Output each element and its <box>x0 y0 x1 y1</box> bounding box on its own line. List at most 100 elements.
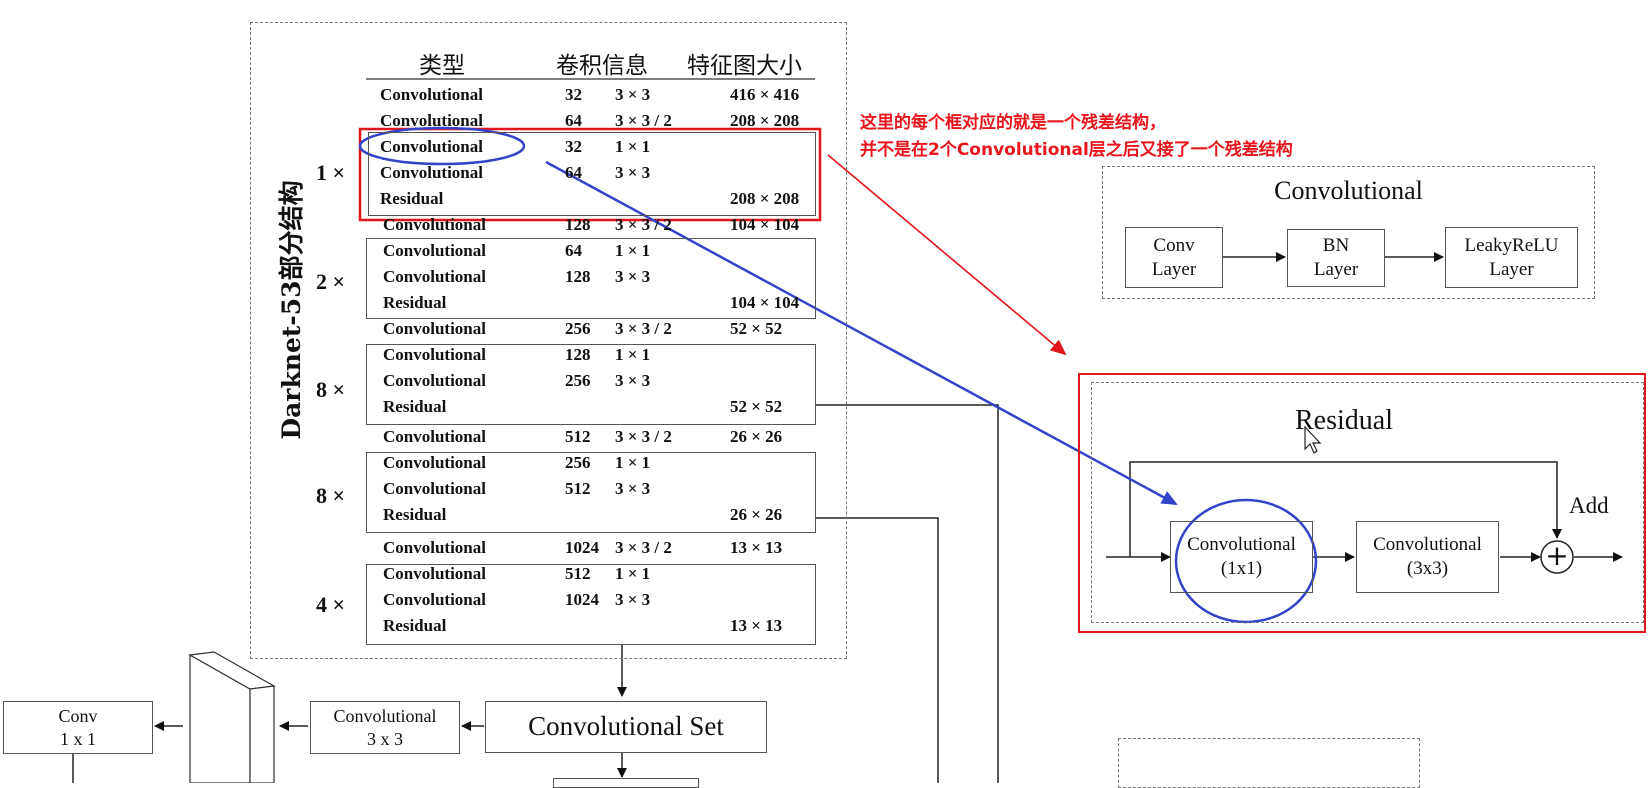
res-conv1-line1: Convolutional <box>1187 534 1296 556</box>
add-circle <box>1540 540 1574 574</box>
row-output: 208 × 208 <box>730 111 800 130</box>
row-type: Residual <box>380 189 444 208</box>
bottom-right-dashed-frame <box>1118 738 1420 788</box>
blue-ellipse-table <box>358 126 526 166</box>
row-type: Residual <box>383 616 447 635</box>
multiplier-4: 4 × <box>316 592 346 617</box>
row-type: Convolutional <box>383 267 486 286</box>
row-filters: 256 <box>565 453 591 472</box>
row-output: 104 × 104 <box>730 215 800 234</box>
residual-group-8b <box>366 452 816 533</box>
header-feature-size: 特征图大小 <box>687 53 802 79</box>
multiplier-8b: 8 × <box>316 483 346 508</box>
res-conv2-line1: Convolutional <box>1373 534 1482 556</box>
bottom-conv3-line2: 3 x 3 <box>367 728 403 749</box>
conv-block-frame <box>1102 166 1595 299</box>
red-highlight-table <box>358 127 822 222</box>
leaky-layer-line2: Layer <box>1489 258 1534 280</box>
residual-block-title: Residual <box>1295 405 1393 436</box>
header-conv-info: 卷积信息 <box>556 53 648 79</box>
multiplier-8a: 8 × <box>316 377 346 402</box>
residual-red-highlight <box>1078 373 1646 633</box>
residual-group-8a <box>366 344 816 425</box>
row-output: 52 × 52 <box>730 397 783 416</box>
row-type: Residual <box>383 397 447 416</box>
row-output: 13 × 13 <box>730 538 783 557</box>
row-kernel: 1 × 1 <box>615 564 651 583</box>
row-filters: 128 <box>565 345 591 364</box>
row-type: Convolutional <box>383 453 486 472</box>
blue-pointer-arrow <box>545 160 1178 506</box>
residual-conv2-box: Convolutional(3x3) <box>1356 521 1499 593</box>
residual-skip-connection <box>1129 461 1562 557</box>
row-filters: 1024 <box>565 590 599 609</box>
row-filters: 512 <box>565 427 591 446</box>
row-type: Residual <box>383 293 447 312</box>
row-type: Convolutional <box>380 137 483 156</box>
darknet-frame <box>250 22 847 659</box>
bn-layer-line1: BN <box>1322 235 1350 257</box>
row-type: Convolutional <box>383 564 486 583</box>
conv-layer-line1: Conv <box>1153 234 1195 256</box>
row-kernel: 3 × 3 / 2 <box>615 538 672 557</box>
row-filters: 256 <box>565 319 591 338</box>
bottom-conv1-line1: Conv <box>58 706 98 726</box>
add-symbol: + <box>1545 539 1569 572</box>
bn-layer-line2: Layer <box>1313 259 1359 280</box>
row-output: 104 × 104 <box>730 293 800 312</box>
feature-map-side <box>249 685 275 783</box>
residual-block-frame <box>1091 382 1644 623</box>
row-type: Convolutional <box>383 345 486 364</box>
convolutional-set-box: Convolutional Set <box>485 701 767 753</box>
row-output: 416 × 416 <box>730 85 800 104</box>
row-type: Convolutional <box>383 479 486 498</box>
row-kernel: 3 × 3 <box>615 479 651 498</box>
row-filters: 64 <box>565 111 582 130</box>
conv-block-title: Convolutional <box>1274 176 1423 205</box>
row-type: Convolutional <box>383 241 486 260</box>
row-kernel: 3 × 3 / 2 <box>615 319 672 338</box>
row-kernel: 1 × 1 <box>615 241 651 260</box>
row-filters: 256 <box>565 371 591 390</box>
row-filters: 128 <box>565 267 591 286</box>
row-kernel: 3 × 3 <box>615 371 651 390</box>
add-label: Add <box>1569 493 1609 518</box>
row-kernel: 1 × 1 <box>615 345 651 364</box>
row-kernel: 3 × 3 / 2 <box>615 111 672 130</box>
row-output: 13 × 13 <box>730 616 783 635</box>
residual-conv1-box: Convolutional(1x1) <box>1170 521 1313 593</box>
leaky-layer-line1: LeakyReLU <box>1464 234 1559 256</box>
row-output: 208 × 208 <box>730 189 800 208</box>
row-type: Residual <box>383 505 447 524</box>
annotation-line-2: 并不是在2个Convolutional层之后又接了一个残差结构 <box>860 140 1293 160</box>
row-kernel: 3 × 3 <box>615 85 651 104</box>
multiplier-2: 2 × <box>316 269 346 294</box>
row-filters: 32 <box>565 137 582 156</box>
cursor-icon <box>1304 425 1322 454</box>
annotation-line-1: 这里的每个框对应的就是一个残差结构， <box>860 113 1166 133</box>
row-kernel: 3 × 3 / 2 <box>615 215 672 234</box>
row-filters: 128 <box>565 215 591 234</box>
link-26x26 <box>816 517 939 783</box>
row-filters: 64 <box>565 163 582 182</box>
res-conv2-line2: (3x3) <box>1406 558 1449 579</box>
row-type: Convolutional <box>380 163 483 182</box>
row-output: 26 × 26 <box>730 505 783 524</box>
row-kernel: 1 × 1 <box>615 137 651 156</box>
vertical-title: Darknet-53部分结构 <box>277 180 306 440</box>
red-pointer-arrow <box>827 154 1067 356</box>
row-type: Convolutional <box>383 538 486 557</box>
row-filters: 64 <box>565 241 582 260</box>
row-output: 26 × 26 <box>730 427 783 446</box>
row-kernel: 3 × 3 <box>615 590 651 609</box>
bottom-conv1-line2: 1 x 1 <box>59 728 96 749</box>
row-type: Convolutional <box>383 590 486 609</box>
conv-layer-line2: Layer <box>1151 258 1197 280</box>
row-filters: 512 <box>565 564 591 583</box>
multiplier-1: 1 × <box>316 160 346 185</box>
row-output: 52 × 52 <box>730 319 783 338</box>
residual-group-1 <box>368 132 816 216</box>
